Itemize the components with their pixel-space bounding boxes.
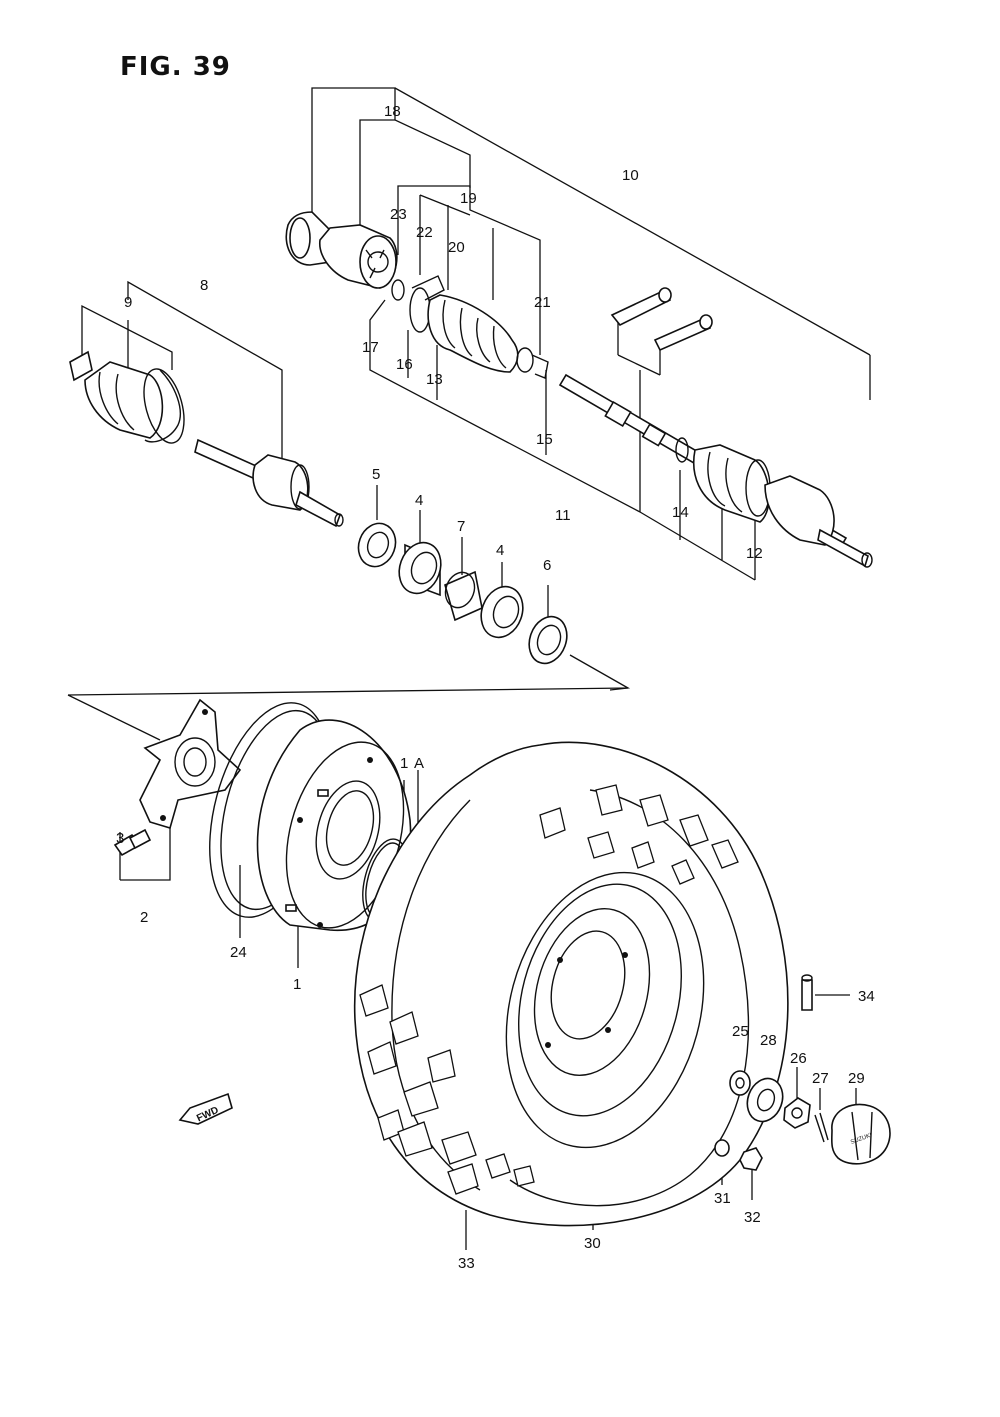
callout-1a-num: 1 — [400, 755, 408, 772]
callout-22: 22 — [416, 224, 433, 241]
callout-12: 12 — [746, 545, 763, 562]
callout-18: 18 — [384, 103, 401, 120]
tire — [353, 741, 789, 1227]
callout-17: 17 — [362, 339, 379, 356]
callout-27: 27 — [812, 1070, 829, 1087]
callout-3: 3 — [116, 830, 124, 847]
callout-26: 26 — [790, 1050, 807, 1067]
callout-8: 8 — [200, 277, 208, 294]
callout-16: 16 — [396, 356, 413, 373]
callout-32: 32 — [744, 1209, 761, 1226]
callout-4a: 4 — [415, 492, 423, 509]
callout-19: 19 — [460, 190, 477, 207]
callout-21: 21 — [534, 294, 551, 311]
callout-2: 2 — [140, 909, 148, 926]
driveshaft-assembly-right — [285, 211, 873, 568]
callout-33: 33 — [458, 1255, 475, 1272]
callout-1a-letter: A — [414, 755, 424, 772]
wheel-hardware — [714, 974, 891, 1171]
callout-31: 31 — [714, 1190, 731, 1207]
callout-34: 34 — [858, 988, 875, 1005]
callout-28: 28 — [760, 1032, 777, 1049]
callout-7: 7 — [457, 518, 465, 535]
callout-9: 9 — [124, 294, 132, 311]
callout-30: 30 — [584, 1235, 601, 1252]
figure-title: FIG. 39 — [120, 52, 231, 82]
callout-23: 23 — [390, 206, 407, 223]
callout-14: 14 — [672, 504, 689, 521]
callout-1: 1 — [293, 976, 301, 993]
callout-29: 29 — [848, 1070, 865, 1087]
callout-15: 15 — [536, 431, 553, 448]
fwd-direction-arrow: FWD — [178, 1092, 233, 1125]
leader-lines — [67, 87, 871, 1250]
hub-flange — [113, 698, 242, 857]
callout-24: 24 — [230, 944, 247, 961]
callout-13: 13 — [426, 371, 443, 388]
bearings-seals-row — [357, 522, 568, 665]
callout-11: 11 — [555, 507, 571, 524]
driveshaft-assembly-left — [69, 350, 344, 528]
callout-10: 10 — [622, 167, 639, 184]
callout-5: 5 — [372, 466, 380, 483]
callout-20: 20 — [448, 239, 465, 256]
callout-4b: 4 — [496, 542, 504, 559]
callout-25: 25 — [732, 1023, 749, 1040]
callout-6: 6 — [543, 557, 551, 574]
callout-labels: 18 19 10 23 22 20 21 8 9 17 16 13 15 5 4… — [116, 103, 875, 1272]
